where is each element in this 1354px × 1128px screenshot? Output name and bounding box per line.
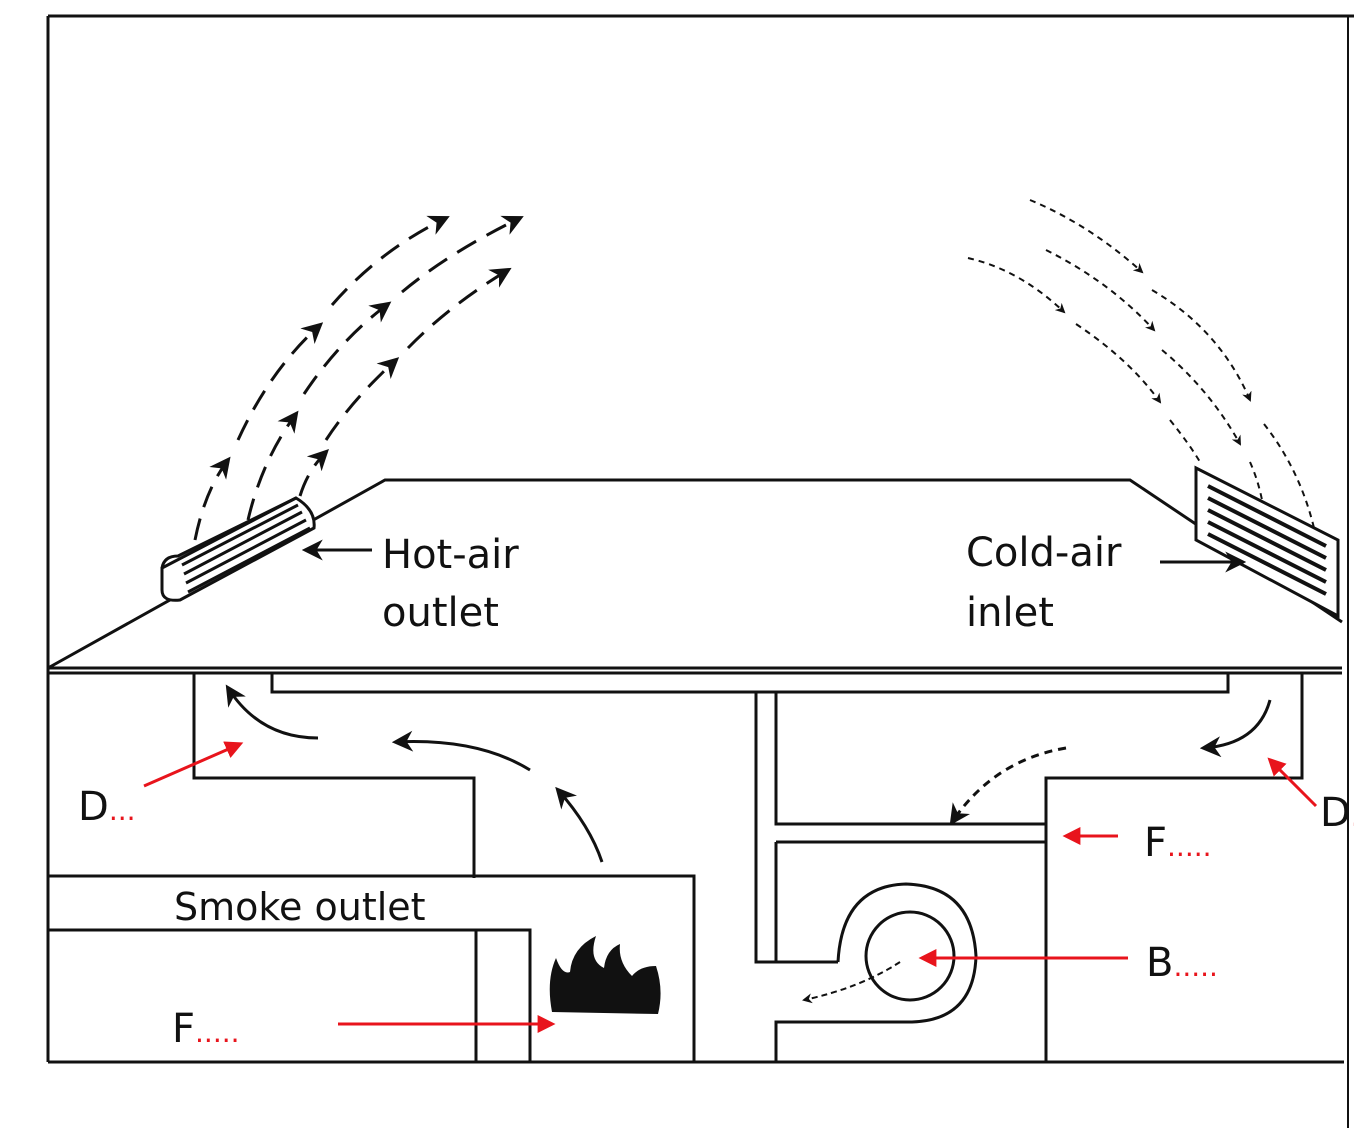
annotation-arrows bbox=[143, 741, 1318, 1033]
cold-air-flow-arrows bbox=[967, 199, 1315, 529]
cold-air-inlet-label-line2: inlet bbox=[966, 590, 1054, 636]
room-outline bbox=[47, 478, 1343, 675]
hot-air-outlet-label-line1: Hot-air bbox=[382, 532, 519, 578]
hot-air-outlet-register bbox=[160, 496, 316, 602]
smoke-outlet-label: Smoke outlet bbox=[174, 885, 426, 929]
hot-air-outlet-label-line2: outlet bbox=[382, 590, 499, 636]
cold-air-inlet-label-line1: Cold-air bbox=[966, 530, 1122, 576]
answer-label-d-right: D. bbox=[1320, 790, 1354, 836]
outer-frame bbox=[46, 14, 1354, 1128]
duct-airflow-arrows bbox=[225, 684, 1272, 1004]
answer-label-f-filter: F..... bbox=[1144, 820, 1212, 866]
answer-label-b-blower: B..... bbox=[1146, 940, 1218, 986]
cold-air-inlet-grille bbox=[1194, 465, 1340, 619]
furnace-flame bbox=[549, 936, 661, 1014]
answer-label-d-left: D... bbox=[78, 784, 136, 830]
label-leaders bbox=[301, 539, 1247, 573]
hot-air-flow-arrows bbox=[193, 215, 524, 541]
blower-wheel bbox=[864, 910, 956, 1002]
answer-label-f-furnace: F..... bbox=[172, 1006, 240, 1052]
duct-system bbox=[48, 673, 1304, 1062]
